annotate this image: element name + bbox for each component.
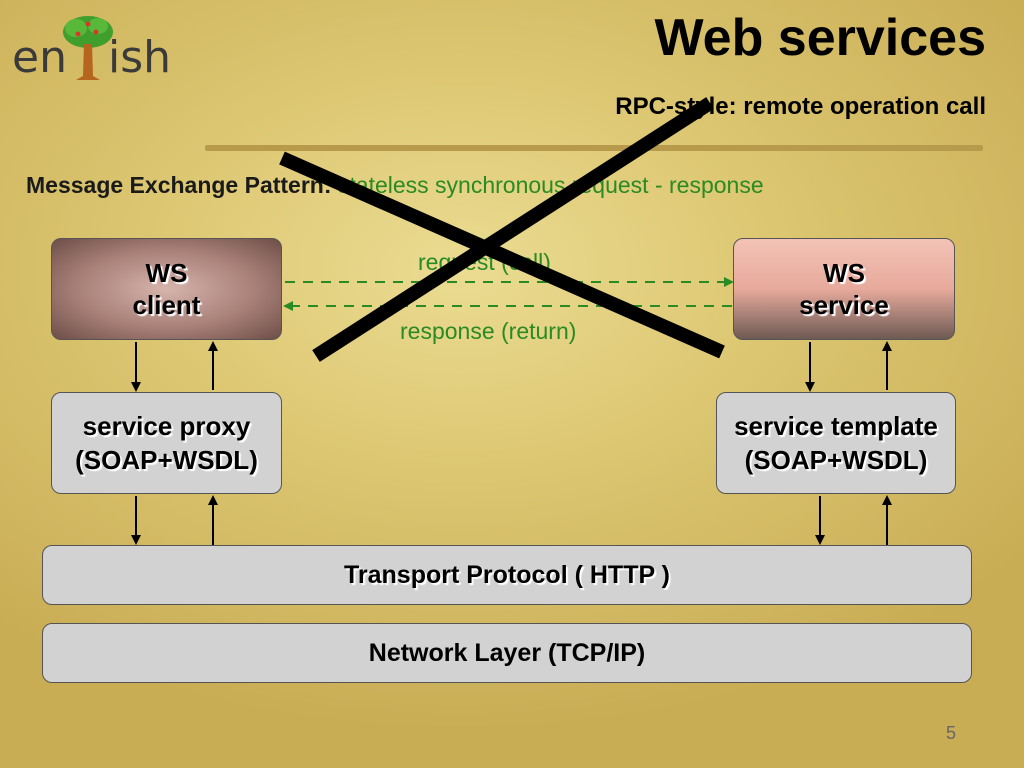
logo-text-left: en [12, 32, 67, 83]
network-layer-box: Network Layer (TCP/IP) [42, 623, 972, 683]
transport-layer-box: Transport Protocol ( HTTP ) [42, 545, 972, 605]
logo-text-right: ish [108, 32, 172, 83]
logo: en ish [12, 14, 171, 84]
title-divider [205, 145, 983, 151]
ws-service-box: WS service [733, 238, 955, 340]
transport-layer-label: Transport Protocol ( HTTP ) [344, 560, 670, 589]
message-exchange-pattern: Message Exchange Pattern: stateless sync… [26, 172, 764, 199]
service-proxy-box: service proxy (SOAP+WSDL) [51, 392, 282, 494]
cross-stroke-1 [279, 151, 725, 359]
mep-label: Message Exchange Pattern: [26, 172, 332, 198]
slide-title: Web services [654, 9, 986, 67]
service-proxy-line1: service proxy [82, 411, 251, 441]
page-number: 5 [945, 723, 956, 743]
service-template-box: service template (SOAP+WSDL) [716, 392, 956, 494]
network-layer-label: Network Layer (TCP/IP) [368, 638, 646, 667]
response-label: response (return) [400, 318, 577, 344]
service-template-line1: service template [734, 411, 938, 441]
slide-subtitle: RPC-style: remote operation call [615, 93, 986, 120]
service-proxy-line2: (SOAP+WSDL) [75, 445, 258, 475]
mep-value: stateless synchronous request - response [337, 172, 764, 198]
tree-icon [63, 16, 113, 80]
ws-client-line2: client [132, 290, 201, 320]
ws-service-line2: service [799, 290, 889, 320]
service-template-line2: (SOAP+WSDL) [744, 445, 928, 475]
ws-service-line1: WS [823, 258, 865, 288]
ws-client-line1: WS [145, 258, 188, 288]
cross-stroke-2 [312, 97, 714, 362]
ws-client-box: WS client [51, 238, 282, 340]
